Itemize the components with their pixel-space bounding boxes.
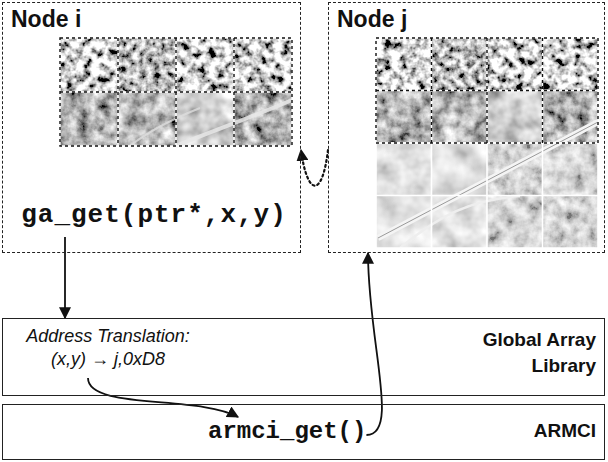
tile-grid bbox=[60, 38, 292, 146]
node-label: Node i bbox=[11, 6, 81, 34]
node-region: Node j bbox=[328, 2, 605, 253]
call-arrow bbox=[366, 253, 382, 435]
call-arrow bbox=[64, 237, 66, 318]
translation-note: Address Translation: (x,y) → j,0xD8 bbox=[11, 325, 205, 378]
node-label: Global Array Library bbox=[466, 327, 596, 378]
node-label: ga_get(ptr*,x,y) bbox=[11, 201, 297, 231]
library-layer: ARMCI armci_get() bbox=[2, 404, 605, 460]
library-layer: Global Array Library Address Translation:… bbox=[2, 318, 605, 396]
node-label: Node j bbox=[337, 6, 407, 34]
node-label: Address Translation: (x,y) → j,0xD8 bbox=[11, 325, 205, 372]
data-transfer-arrow bbox=[301, 150, 328, 186]
node-label: ARMCI bbox=[466, 420, 596, 443]
function-call: ga_get(ptr*,x,y) bbox=[11, 201, 297, 237]
node-region: Node i ga_get(ptr*,x,y) bbox=[2, 2, 301, 253]
call-arrow bbox=[88, 378, 238, 417]
function-call: armci_get() bbox=[208, 417, 366, 453]
tile-grid bbox=[376, 38, 598, 248]
node-label: armci_get() bbox=[208, 417, 366, 447]
